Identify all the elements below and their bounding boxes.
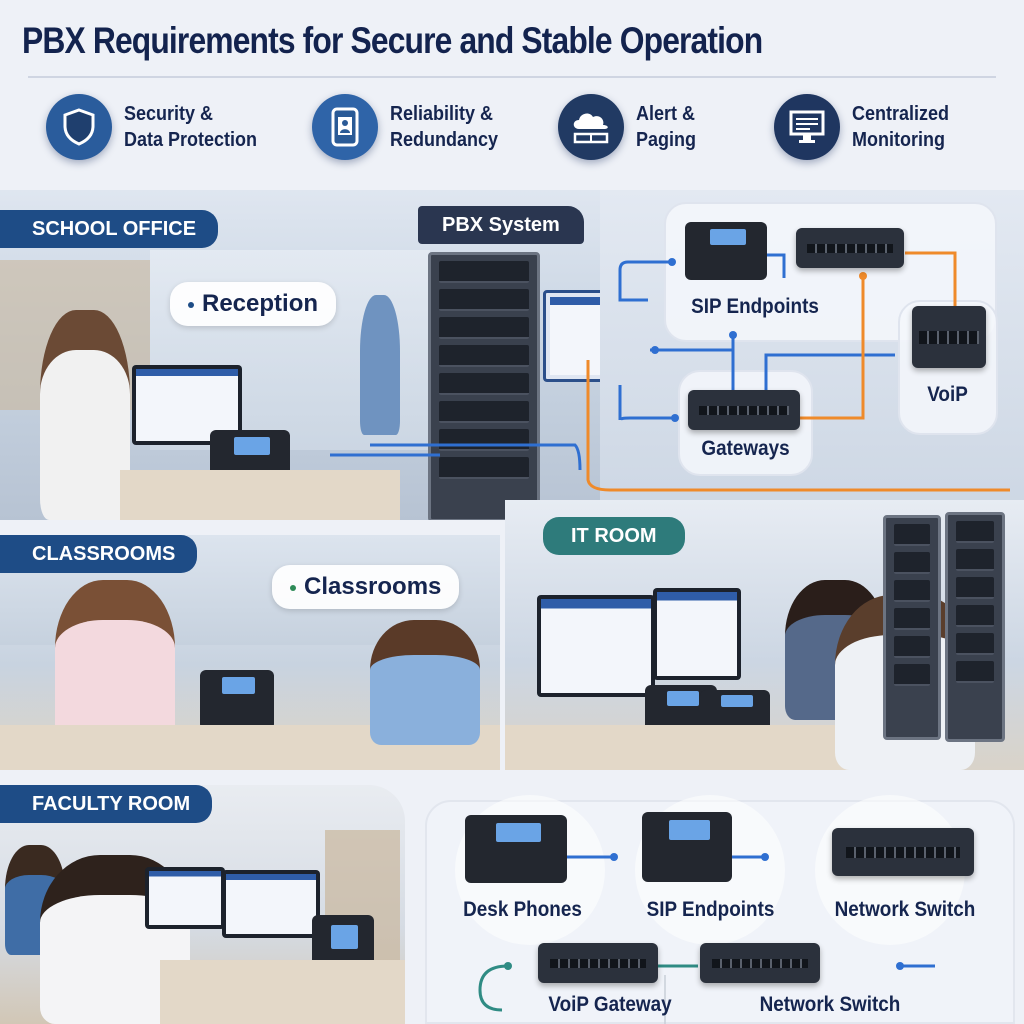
- background-person: [360, 295, 400, 435]
- bullet-dot: [290, 584, 296, 591]
- network-switch-label-1: Network Switch: [834, 898, 976, 921]
- monitor-icon: [774, 94, 840, 160]
- classrooms-bubble: Classrooms: [272, 565, 460, 609]
- classrooms-scene: CLASSROOMS Classrooms: [0, 535, 500, 770]
- feature-security: Security & Data Protection: [46, 92, 294, 162]
- pbx-console-screen: [543, 290, 600, 382]
- id-badge-icon: [312, 94, 378, 160]
- it-server-rack-2: [945, 512, 1005, 742]
- school-office-scene: SCHOOL OFFICE PBX System Reception: [0, 190, 600, 520]
- gateway-device: [688, 390, 800, 430]
- faculty-room-label: FACULTY ROOM: [0, 785, 213, 823]
- feature-row: Security & Data Protection Reliability &…: [46, 92, 984, 162]
- classroom-phone: [200, 670, 274, 730]
- school-office-label: SCHOOL OFFICE: [0, 210, 219, 248]
- it-room-label: IT ROOM: [543, 517, 685, 555]
- network-switch-label-2: Network Switch: [759, 993, 901, 1016]
- receptionist: [40, 310, 130, 520]
- voip-gateway-label: VoiP Gateway: [548, 993, 672, 1016]
- reception-desk: [120, 470, 400, 520]
- feature-reliability: Reliability & Redundancy: [312, 92, 540, 162]
- reception-bubble: Reception: [170, 282, 337, 326]
- page-title: PBX Requirements for Secure and Stable O…: [22, 20, 763, 61]
- shield-icon: [46, 94, 112, 160]
- teacher-on-phone: [55, 580, 175, 750]
- desk-phone-device: [465, 815, 567, 883]
- pbx-system-label: PBX System: [418, 206, 584, 244]
- title-divider: [28, 76, 996, 78]
- gateways-label: Gateways: [701, 437, 790, 460]
- student: [370, 620, 480, 745]
- it-room-scene: IT ROOM: [505, 500, 1024, 770]
- feature-alert: Alert & Paging: [558, 92, 756, 162]
- sip-endpoint-device: [642, 812, 732, 882]
- classrooms-label: CLASSROOMS: [0, 535, 198, 573]
- faculty-monitor-right: [222, 870, 320, 938]
- network-switch-device-1: [832, 828, 974, 876]
- sip-endpoints-label: SIP Endpoints: [691, 295, 819, 318]
- faculty-desk: [160, 960, 405, 1024]
- voip-gateway-device: [538, 943, 658, 983]
- pbx-rack: [428, 252, 540, 520]
- desk-phones-label: Desk Phones: [463, 898, 582, 921]
- voip-device: [912, 306, 986, 368]
- voip-label: VoiP: [927, 383, 968, 406]
- cloud-icon: [558, 94, 624, 160]
- it-server-rack-1: [883, 515, 941, 740]
- faculty-room-scene: FACULTY ROOM: [0, 785, 405, 1024]
- network-switch-device: [796, 228, 904, 268]
- bullet-dot: [188, 301, 194, 308]
- it-monitor-right: [653, 588, 741, 680]
- it-monitor-left: [537, 595, 655, 697]
- feature-monitoring: Centralized Monitoring: [774, 92, 992, 162]
- network-switch-device-2: [700, 943, 820, 983]
- faculty-monitor-left: [145, 867, 225, 929]
- sip-endpoints-label-2: SIP Endpoints: [646, 898, 775, 921]
- sip-phone-device: [685, 222, 767, 280]
